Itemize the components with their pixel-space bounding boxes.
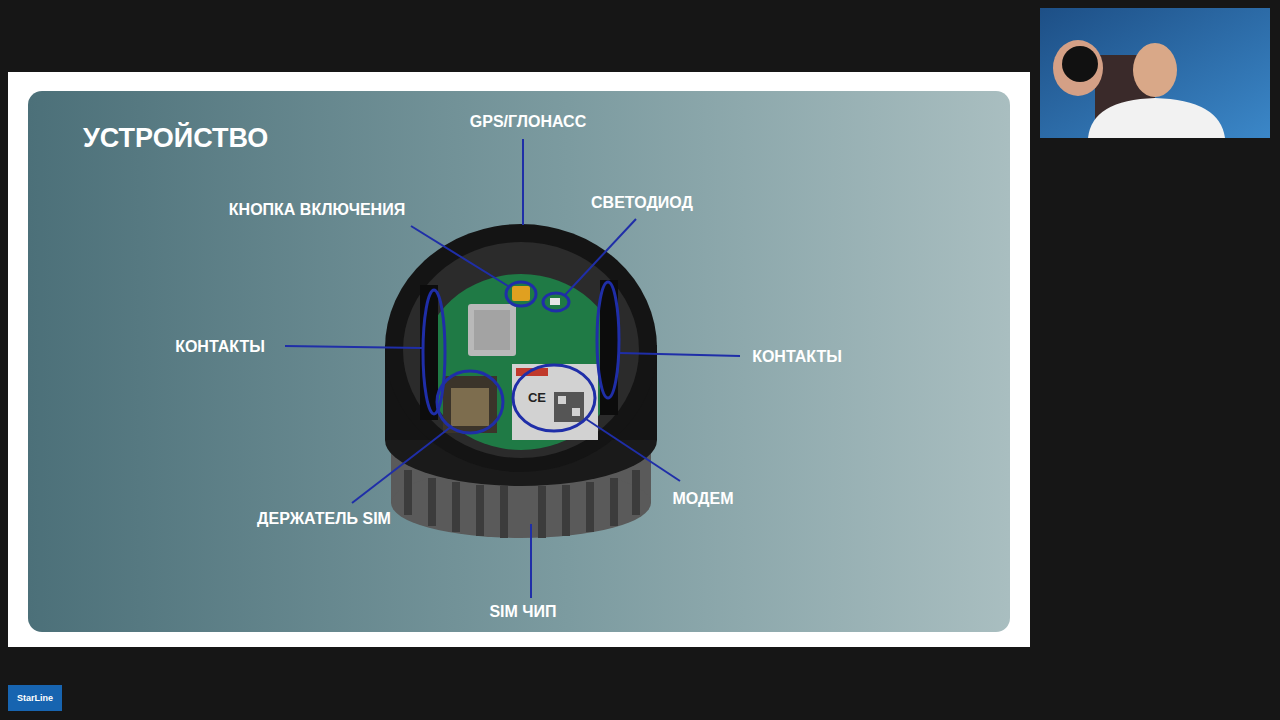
part-label: КНОПКА ВКЛЮЧЕНИЯ [229,200,405,219]
webcam-hand [1053,40,1103,96]
logo-text: StarLine [17,693,53,704]
device-rib [404,470,412,515]
highlight-ring [597,282,619,398]
gps-module-top [474,310,510,350]
highlight-ring [513,365,595,431]
leader-line [522,139,524,225]
slide-panel [28,91,1010,632]
highlight-ring [437,371,503,433]
part-label: МОДЕМ [673,489,734,508]
device-body-top [385,224,657,472]
leader-line [352,426,452,503]
device-rib [632,470,640,515]
device-rib [500,486,508,538]
modem-qr [554,392,584,422]
leader-line [411,226,508,286]
highlight-ring [506,282,536,306]
logo-box [8,685,62,711]
device-inner-rim [403,242,639,458]
device-rib [562,485,570,536]
webcam-device [1062,46,1098,82]
slide-background [8,72,1030,647]
slide-title: УСТРОЙСТВО [83,122,268,154]
chip-marking: CE [528,390,546,406]
device-rib [586,482,594,532]
modem-qr-cell [558,396,566,404]
part-label: ДЕРЖАТЕЛЬ SIM [257,509,391,528]
part-label: КОНТАКТЫ [752,347,842,366]
leader-line [565,219,636,295]
highlight-ring [543,293,569,311]
part-label: КОНТАКТЫ [175,337,265,356]
part-label: СВЕТОДИОД [591,193,693,212]
gps-module [468,304,516,356]
power-button [512,286,530,301]
leader-line [530,524,532,598]
device-rib [476,485,484,536]
leader-line [619,353,740,356]
part-label: GPS/ГЛОНАСС [470,112,586,131]
sim-holder-contacts [451,388,489,426]
webcam-frame [1040,8,1270,138]
device-rib [452,482,460,532]
highlight-rings [423,282,619,433]
webcam-shirt [1088,98,1225,138]
sim-holder [443,376,497,433]
device-rib [538,486,546,538]
device-rib [610,478,618,526]
led [550,298,560,305]
pcb [423,274,619,450]
leader-line [586,419,680,481]
modem [512,364,598,440]
device-rib [428,478,436,526]
leader-line [285,346,423,348]
part-label: SIM ЧИП [489,602,556,621]
highlight-ring [423,290,445,414]
modem-qr-cell [572,408,580,416]
webcam-head [1133,43,1177,97]
